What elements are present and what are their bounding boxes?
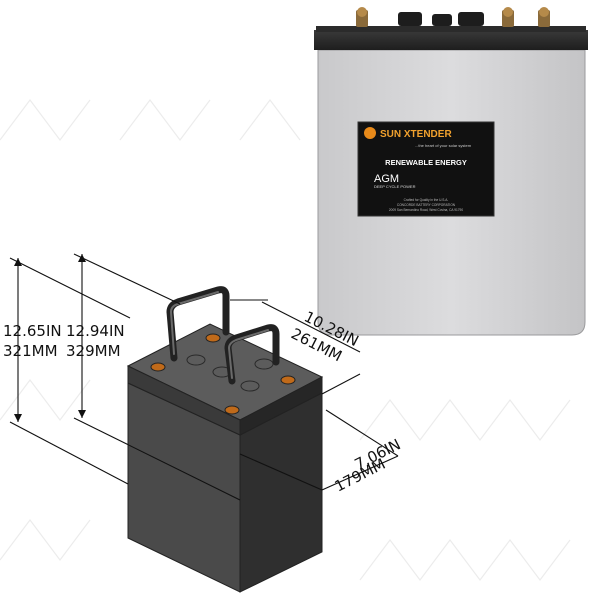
dim-case-height-mm: 321MM (3, 342, 58, 360)
label-fine-2: CONCORDE BATTERY CORPORATION (397, 203, 456, 207)
dimension-lines (9, 253, 399, 501)
brand-tagline: ...the heart of your solar system (415, 143, 472, 148)
iso-terminals (150, 333, 296, 415)
label-fine-1: Crafted for Quality in the U.S.A. (404, 198, 449, 202)
label-type: AGM (374, 173, 399, 185)
dim-total-height-in: 12.94IN (66, 322, 125, 340)
label-fine-3: 2009 San Bernardino Road, West Covina, C… (389, 208, 463, 212)
terminal-posts (356, 7, 550, 27)
watermark-pattern (0, 99, 571, 581)
product-label: SUN XTENDER ...the heart of your solar s… (357, 121, 495, 217)
isometric-battery (126, 286, 324, 593)
carry-handles (166, 286, 280, 385)
sun-logo-icon (364, 127, 376, 139)
dimension-arrows (14, 254, 86, 422)
dimension-labels: 12.65IN 321MM 12.94IN 329MM 10.28IN 261M… (3, 308, 404, 496)
dim-total-height-mm: 329MM (66, 342, 121, 360)
label-subtitle: RENEWABLE ENERGY (385, 158, 467, 167)
dim-case-height-in: 12.65IN (3, 322, 62, 340)
label-type-sub: DEEP CYCLE POWER (374, 184, 416, 189)
battery-photo: SUN XTENDER ...the heart of your solar s… (314, 7, 588, 336)
brand-name: SUN XTENDER (380, 129, 452, 140)
